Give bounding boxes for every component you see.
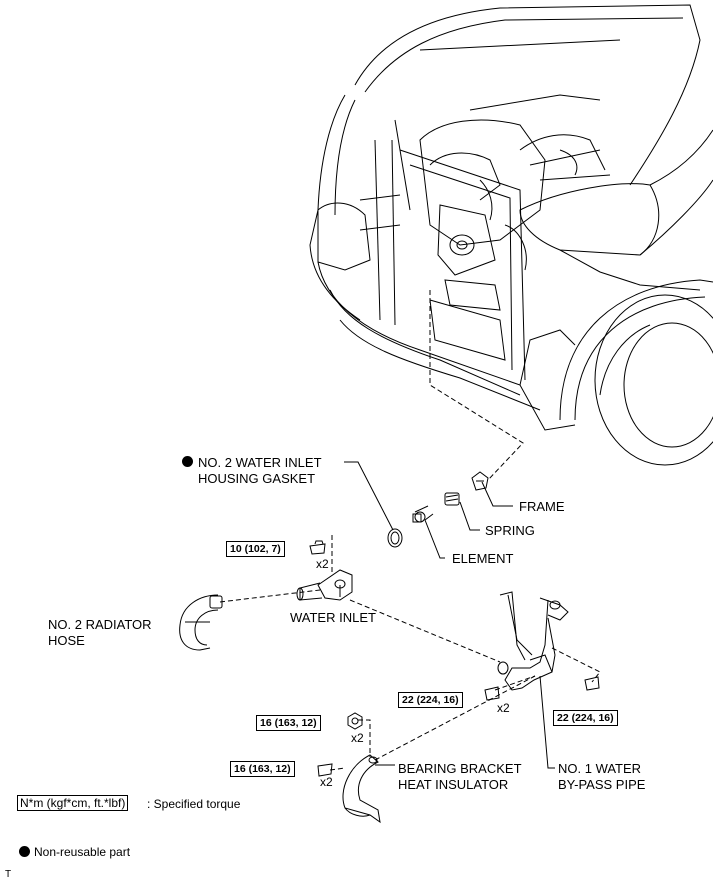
insulator-label-line2: HEAT INSULATOR bbox=[398, 777, 509, 792]
water-inlet-bolt bbox=[309, 540, 326, 555]
leader-lines bbox=[185, 461, 555, 769]
spring-label: SPRING bbox=[485, 523, 535, 538]
frame-part bbox=[471, 471, 489, 491]
insulator-nut-qty: x2 bbox=[351, 731, 364, 745]
bypass-pipe-part bbox=[497, 591, 569, 691]
insulator-nut bbox=[347, 712, 363, 730]
bypass-pipe-label-line2: BY-PASS PIPE bbox=[558, 777, 646, 792]
water-inlet-bolt-qty: x2 bbox=[316, 557, 329, 571]
insulator-label-line1: BEARING BRACKET bbox=[398, 761, 522, 776]
water-inlet-label: WATER INLET bbox=[290, 610, 376, 625]
bypass-bolt-left-qty: x2 bbox=[497, 701, 510, 715]
legend-torque-unit: N*m (kgf*cm, ft.*lbf) bbox=[17, 795, 129, 811]
corner-mark: T bbox=[5, 869, 12, 880]
vehicle-front-illustration bbox=[309, 4, 713, 466]
water-inlet-part bbox=[296, 569, 353, 601]
radiator-hose-label-line2: HOSE bbox=[48, 633, 85, 648]
insulator-bolt-torque: 16 (163, 12) bbox=[230, 761, 295, 777]
legend-torque-desc: : Specified torque bbox=[147, 797, 241, 811]
nonreusable-marker-icon bbox=[182, 456, 193, 467]
radiator-hose-label-line1: NO. 2 RADIATOR bbox=[48, 617, 152, 632]
water-inlet-bolt-torque: 10 (102, 7) bbox=[226, 541, 285, 557]
radiator-hose-part bbox=[179, 594, 223, 651]
bypass-bolt-right-torque: 22 (224, 16) bbox=[553, 710, 618, 726]
insulator-bolt bbox=[317, 763, 333, 777]
bypass-bolt-left bbox=[484, 686, 500, 701]
bypass-bolt-right bbox=[584, 676, 600, 691]
bypass-bolt-left-torque: 22 (224, 16) bbox=[398, 692, 463, 708]
bypass-pipe-label-line1: NO. 1 WATER bbox=[558, 761, 642, 776]
insulator-nut-torque: 16 (163, 12) bbox=[256, 715, 321, 731]
heat-insulator-part bbox=[342, 754, 381, 824]
gasket-label-line1: NO. 2 WATER INLET bbox=[198, 455, 322, 470]
gasket-part bbox=[387, 528, 403, 548]
legend-nonreusable-icon bbox=[19, 846, 30, 857]
gasket-label-line2: HOUSING GASKET bbox=[198, 471, 316, 486]
element-part bbox=[412, 505, 434, 523]
insulator-bolt-qty: x2 bbox=[320, 775, 333, 789]
legend-nonreusable: Non-reusable part bbox=[34, 845, 131, 859]
frame-label: FRAME bbox=[519, 499, 565, 514]
spring-part bbox=[444, 492, 460, 506]
element-label: ELEMENT bbox=[452, 551, 514, 566]
